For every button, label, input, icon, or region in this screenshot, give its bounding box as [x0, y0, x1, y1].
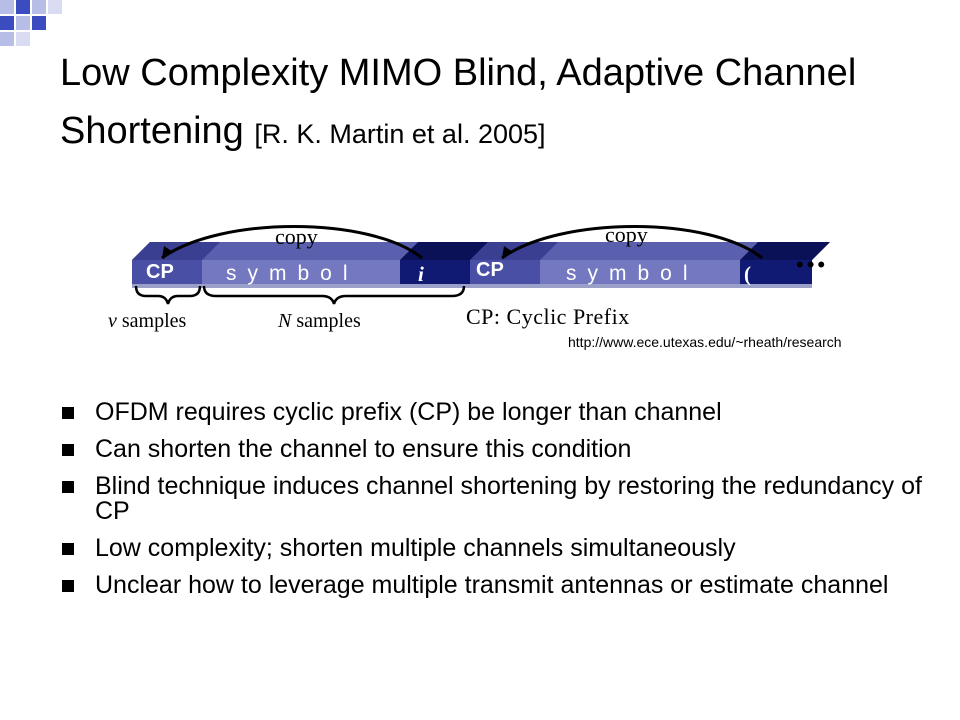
- square-bullet-icon: [62, 481, 74, 493]
- n-samples-brace: [202, 285, 466, 305]
- copy-arrowhead-2: [502, 246, 513, 258]
- bullet-text: OFDM requires cyclic prefix (CP) be long…: [95, 398, 722, 426]
- square-bullet-icon: [62, 580, 74, 592]
- cp-block-1: [132, 260, 202, 284]
- n-samples-text: samples: [291, 310, 361, 332]
- tail-top-2: [740, 242, 830, 260]
- square-bullet-icon: [62, 444, 74, 456]
- symbol-label-2: symbol: [566, 262, 699, 285]
- square-bullet-icon: [62, 407, 74, 419]
- symbol-label-1: symbol: [226, 262, 359, 285]
- bullet-text: Can shorten the channel to ensure this c…: [95, 435, 632, 463]
- bullet-item: OFDM requires cyclic prefix (CP) be long…: [60, 400, 940, 425]
- bullet-text: Low complexity; shorten multiple channel…: [95, 534, 736, 562]
- v-samples-brace: [134, 285, 202, 305]
- copy-label-1: copy: [275, 224, 318, 249]
- tail-top-1: [400, 242, 488, 260]
- diagram-graphic: [132, 225, 830, 305]
- block-shadow: [132, 284, 812, 288]
- bullet-item: Unclear how to leverage multiple transmi…: [60, 573, 940, 598]
- cp-block-2: [470, 260, 540, 284]
- bullet-list: OFDM requires cyclic prefix (CP) be long…: [60, 400, 940, 610]
- symbol-tail-block-1: [400, 260, 470, 284]
- cp-label-2: CP: [476, 259, 504, 281]
- n-samples-label: N samples: [278, 310, 361, 333]
- page-title: Low Complexity MIMO Blind, Adaptive Chan…: [60, 44, 940, 163]
- symbol-block-1: [202, 260, 400, 284]
- copy-arrow-2: [501, 225, 763, 260]
- cp-definition: CP: Cyclic Prefix: [466, 304, 630, 329]
- source-url[interactable]: http://www.ece.utexas.edu/~rheath/resear…: [568, 334, 842, 350]
- symbol-index-1: i: [418, 262, 424, 286]
- v-samples-label: v samples: [108, 310, 186, 333]
- bullet-text: Blind technique induces channel shorteni…: [95, 472, 922, 525]
- v-samples-variable: v: [108, 310, 117, 332]
- copy-arrow-1: [161, 225, 423, 260]
- symbol-index-2: (: [744, 262, 751, 286]
- symbol-tail-block-2: [740, 260, 812, 284]
- bullet-item: Blind technique induces channel shorteni…: [60, 474, 940, 524]
- title-main: Low Complexity MIMO Blind, Adaptive Chan…: [60, 52, 857, 152]
- v-samples-text: samples: [116, 310, 187, 332]
- bullet-text: Unclear how to leverage multiple transmi…: [95, 571, 889, 599]
- square-bullet-icon: [62, 543, 74, 555]
- cp-label-1: CP: [146, 261, 174, 283]
- ellipsis: •••: [796, 252, 829, 277]
- bullet-item: Low complexity; shorten multiple channel…: [60, 536, 940, 561]
- bullet-item: Can shorten the channel to ensure this c…: [60, 437, 940, 462]
- copy-arrowhead-1: [162, 246, 173, 258]
- n-samples-variable: N: [278, 310, 292, 332]
- corner-decoration: [0, 0, 62, 46]
- cyclic-prefix-diagram: copy copy CP CP symbol i symbol ( ••• v …: [100, 210, 900, 350]
- symbol-block-2: [540, 260, 740, 284]
- symbol-top-1: [202, 242, 418, 260]
- copy-label-2: copy: [605, 222, 648, 247]
- title-citation: [R. K. Martin et al. 2005]: [254, 119, 546, 149]
- symbol-top-2: [540, 242, 758, 260]
